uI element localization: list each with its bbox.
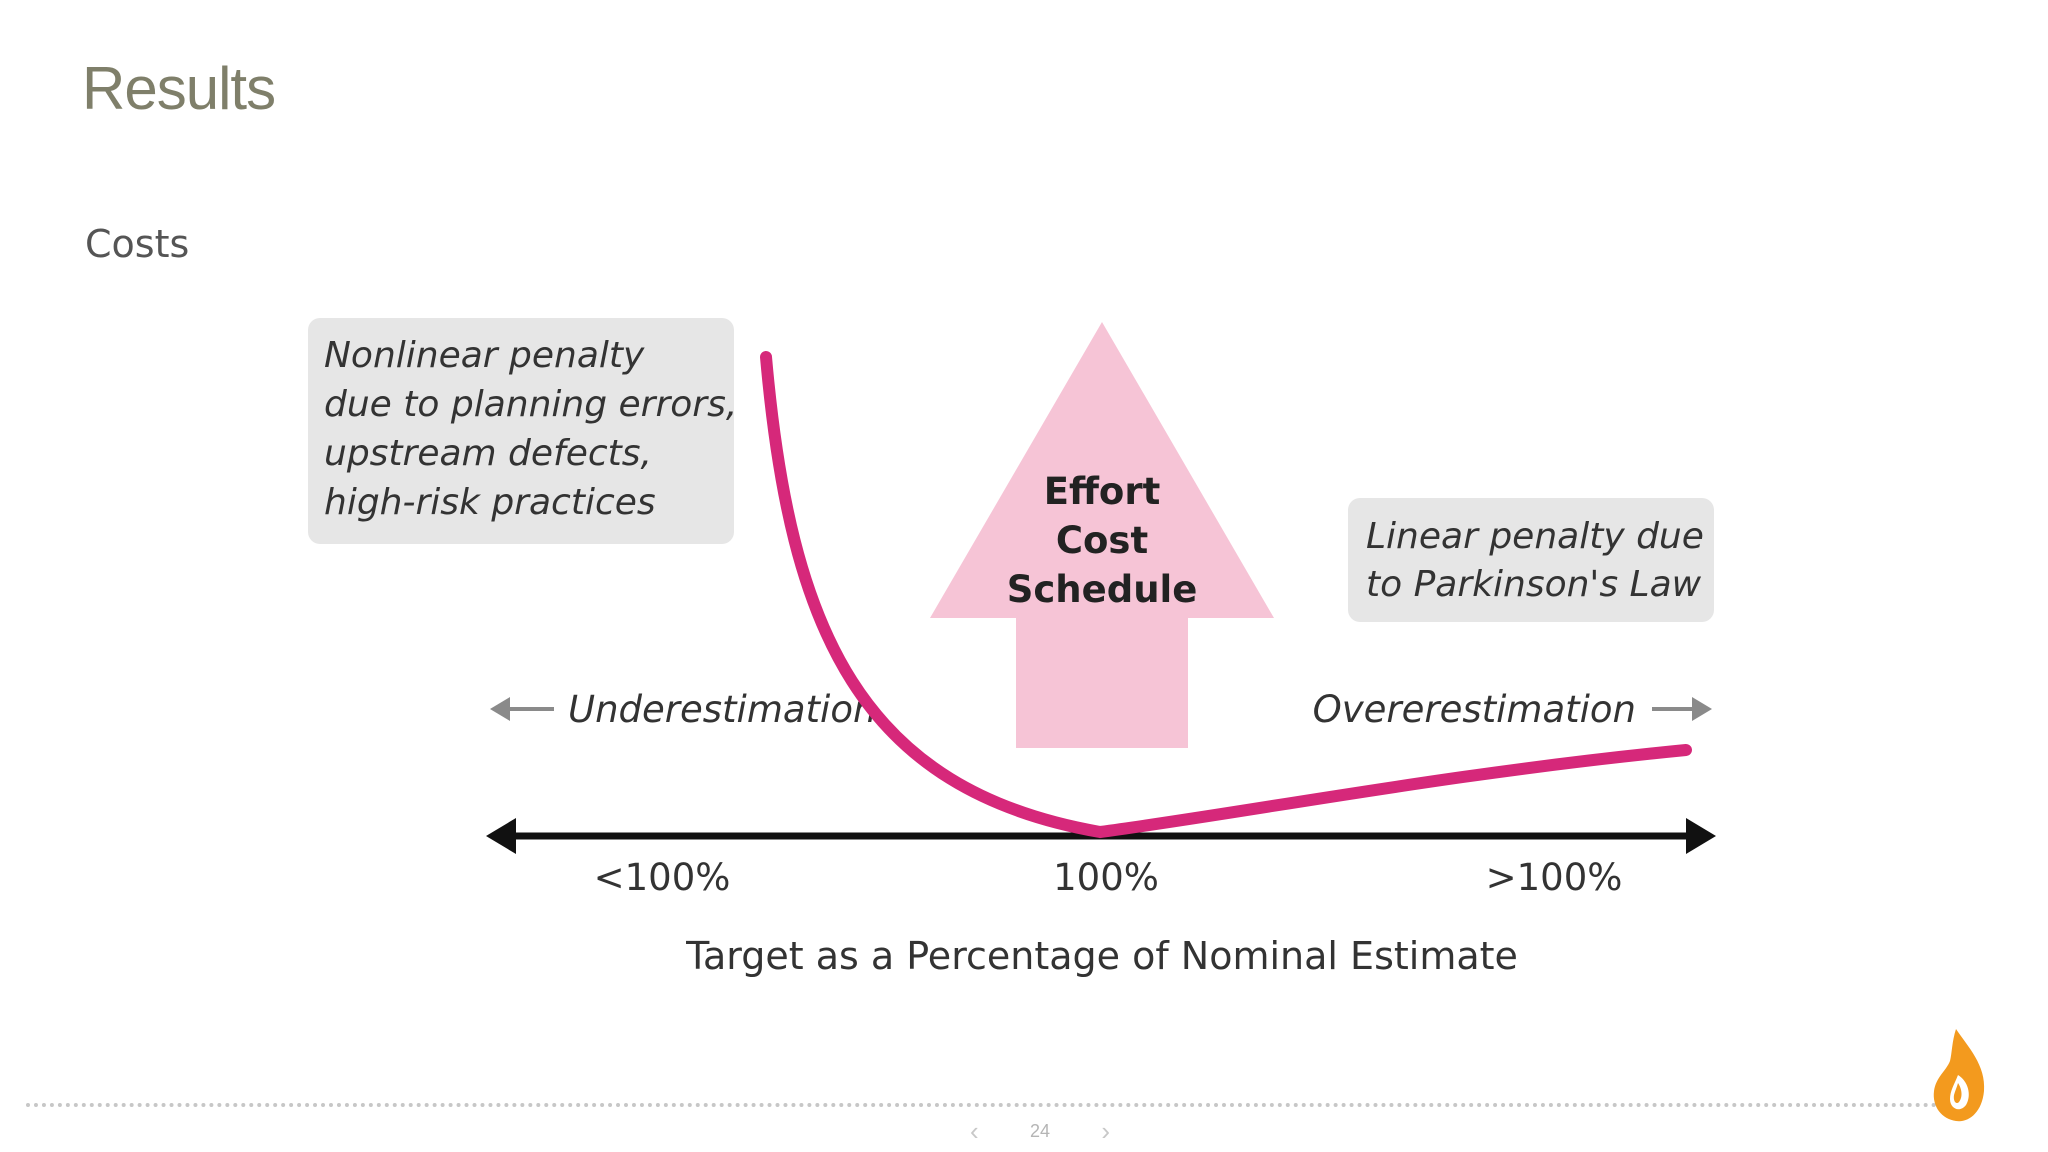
note-left-line-2: due to planning errors, [324, 384, 737, 425]
slide-pager: ‹ 24 › [970, 1113, 1110, 1149]
center-up-arrow: Effort Cost Schedule [930, 322, 1274, 748]
arrow-label-schedule: Schedule [1007, 568, 1198, 611]
page-number: 24 [1029, 1120, 1051, 1141]
underestimation-label: Underestimation [568, 688, 876, 731]
flame-logo-icon [1933, 1029, 1985, 1122]
center-arrow-shape [930, 322, 1274, 748]
note-right-box: Linear penalty due to Parkinson's Law [1348, 498, 1714, 622]
note-left-box: Nonlinear penalty due to planning errors… [308, 318, 737, 544]
tick-label-over: >100% [1486, 856, 1623, 899]
left-direction-arrow-icon [490, 697, 510, 721]
note-left-line-1: Nonlinear penalty [324, 335, 645, 376]
note-left-line-3: upstream defects, [324, 433, 652, 474]
chevron-right-icon[interactable]: › [1101, 1115, 1110, 1146]
note-right-background [1348, 498, 1714, 622]
note-right-line-2: to Parkinson's Law [1366, 564, 1702, 605]
overestimation-label-group: Overerestimation [1313, 688, 1712, 731]
arrow-label-cost: Cost [1056, 519, 1148, 562]
overestimation-label: Overerestimation [1313, 688, 1636, 731]
underestimation-label-group: Underestimation [490, 688, 876, 731]
x-axis-right-arrowhead [1686, 818, 1716, 854]
slide-title: Results [82, 55, 276, 122]
x-axis-left-arrowhead [486, 818, 516, 854]
slide-subtitle: Costs [85, 222, 190, 266]
chevron-left-icon[interactable]: ‹ [970, 1115, 979, 1146]
note-left-line-4: high-risk practices [324, 482, 656, 523]
note-left-background [308, 318, 734, 544]
penalty-curve [760, 351, 1692, 839]
right-direction-arrow-icon [1692, 697, 1712, 721]
tick-label-nominal: 100% [1053, 856, 1159, 899]
note-right-line-1: Linear penalty due [1366, 516, 1704, 557]
x-axis-label: Target as a Percentage of Nominal Estima… [685, 934, 1518, 978]
arrow-label-effort: Effort [1044, 470, 1161, 513]
footer-divider [26, 1103, 1946, 1107]
tick-label-under: <100% [594, 856, 731, 899]
